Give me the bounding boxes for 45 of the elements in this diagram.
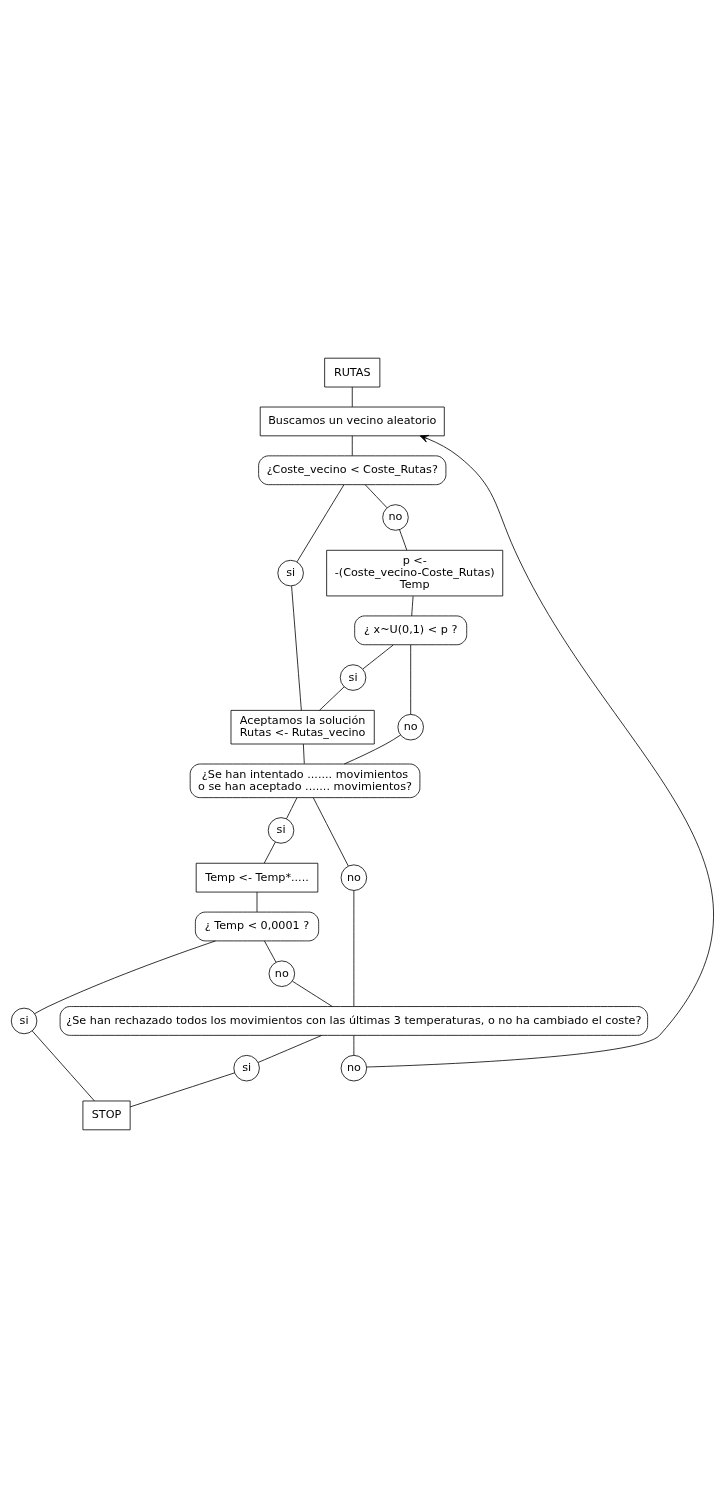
node-box: ¿Se han rechazado todos los movimientos con las últimas 3 temperaturas, o no ha cambiado el coste? [59,1006,648,1036]
node-circle: si [10,1007,38,1035]
node-box: STOP [82,1100,131,1131]
node-circle: si [233,1054,260,1082]
connector [31,1030,95,1102]
connector [291,585,302,711]
node-circle: no [340,864,368,891]
connector [399,529,408,551]
connector [319,686,345,711]
connector [410,644,412,715]
node-circle: si [277,559,304,587]
connector [362,644,394,670]
connector [292,980,333,1007]
connector [129,1072,236,1108]
node-box: ¿ x~U(0,1) < p ? [354,615,468,646]
node-box: Buscamos un vecino aleatorio [259,406,445,437]
connector [34,940,216,1015]
node-circle: si [267,817,295,844]
node-circle: no [382,504,409,531]
connector [257,1035,323,1063]
connector [351,435,353,457]
node-circle: no [268,960,296,987]
node-box: ¿Coste_vecino < Coste_Rutas? [258,455,447,486]
node-circle: no [397,714,424,741]
connector [296,484,345,563]
node-circle: no [340,1054,368,1082]
connector [353,1035,355,1056]
node-box: ¿Se han intentado ....... movimientos o se han aceptado ....... movimientos? [189,763,421,799]
connector [364,484,388,509]
connector [264,940,277,963]
node-box: Temp <- Temp*..... [195,862,319,893]
node-circle: si [339,664,367,691]
connector [303,743,305,765]
node-box: ¿ Temp < 0,0001 ? [195,911,320,942]
arrow [366,434,714,1068]
connector [351,386,353,408]
node-box: p <- -(Coste_vecino-Coste_Rutas) Temp [326,549,504,597]
connector [312,797,349,867]
connector [263,841,276,864]
connector [411,595,414,617]
connector [286,797,298,820]
node-box: Aceptamos la solución Rutas <- Rutas_vecino [230,710,375,745]
connector [353,890,355,1007]
node-box: RUTAS [324,357,381,388]
connector [343,734,401,765]
